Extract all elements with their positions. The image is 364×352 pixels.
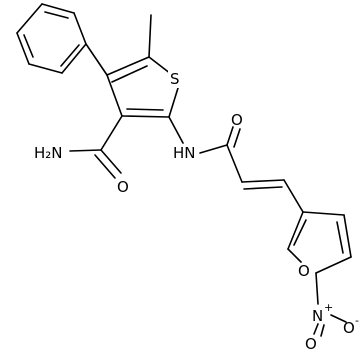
furan-ring xyxy=(287,211,352,274)
bond xyxy=(100,115,123,151)
bond xyxy=(315,272,319,305)
bond xyxy=(69,149,102,152)
vinyl-group xyxy=(226,144,304,213)
bond xyxy=(241,179,285,183)
bond xyxy=(61,43,87,74)
bond xyxy=(168,116,184,144)
amide-nh2-label: H₂N xyxy=(34,144,63,162)
bond-double-inner xyxy=(126,108,164,111)
bond-double-inner xyxy=(111,65,148,83)
furan-oxygen-label: O xyxy=(298,262,310,280)
nitro-oxygen-minus-label: O xyxy=(343,319,355,337)
carboxamide-group xyxy=(69,115,123,179)
amide-linker xyxy=(168,116,241,154)
bond xyxy=(199,144,228,154)
bond-double-inner xyxy=(320,324,325,337)
bond xyxy=(148,56,172,75)
bond xyxy=(168,87,179,118)
bond-double-inner xyxy=(94,154,116,179)
carbonyl-oxygen-label: O xyxy=(231,111,243,129)
bond-double-inner xyxy=(23,34,34,58)
bond xyxy=(106,74,123,117)
bond-double-inner xyxy=(336,221,344,254)
sulfur-atom-label: S xyxy=(170,70,180,88)
amide-oxygen-label: O xyxy=(117,178,129,196)
bond xyxy=(330,314,347,323)
bond-double-inner xyxy=(44,11,69,19)
nitro-oxygen-charge: - xyxy=(355,314,359,327)
bond-double-inner xyxy=(243,186,283,190)
thiophene-ring xyxy=(106,56,179,118)
methyl-bond xyxy=(148,14,152,58)
bond xyxy=(16,3,43,34)
bond xyxy=(73,12,87,45)
nitro-group xyxy=(313,272,347,337)
bond xyxy=(287,211,304,250)
bond-double-inner xyxy=(233,128,241,148)
bond xyxy=(85,43,108,76)
bond-double-inner xyxy=(293,219,307,246)
bond xyxy=(28,63,63,74)
nitro-nitrogen-label: N xyxy=(312,307,323,325)
bond xyxy=(302,211,345,216)
bond xyxy=(287,248,302,263)
bond xyxy=(226,126,234,146)
bond xyxy=(343,214,352,258)
bond-double-inner xyxy=(60,44,80,67)
nitro-nitrogen-charge: + xyxy=(324,301,333,314)
bond xyxy=(226,144,243,183)
bond xyxy=(16,32,30,65)
phenyl-ring xyxy=(16,3,87,74)
nitro-oxygen-label: O xyxy=(305,335,317,352)
bond xyxy=(106,56,150,76)
bond xyxy=(41,3,75,14)
bond xyxy=(121,115,170,118)
amine-nh-label: HN xyxy=(173,144,196,162)
bond xyxy=(313,323,319,335)
bond xyxy=(100,149,122,174)
bond xyxy=(283,179,304,213)
bond xyxy=(315,256,352,274)
